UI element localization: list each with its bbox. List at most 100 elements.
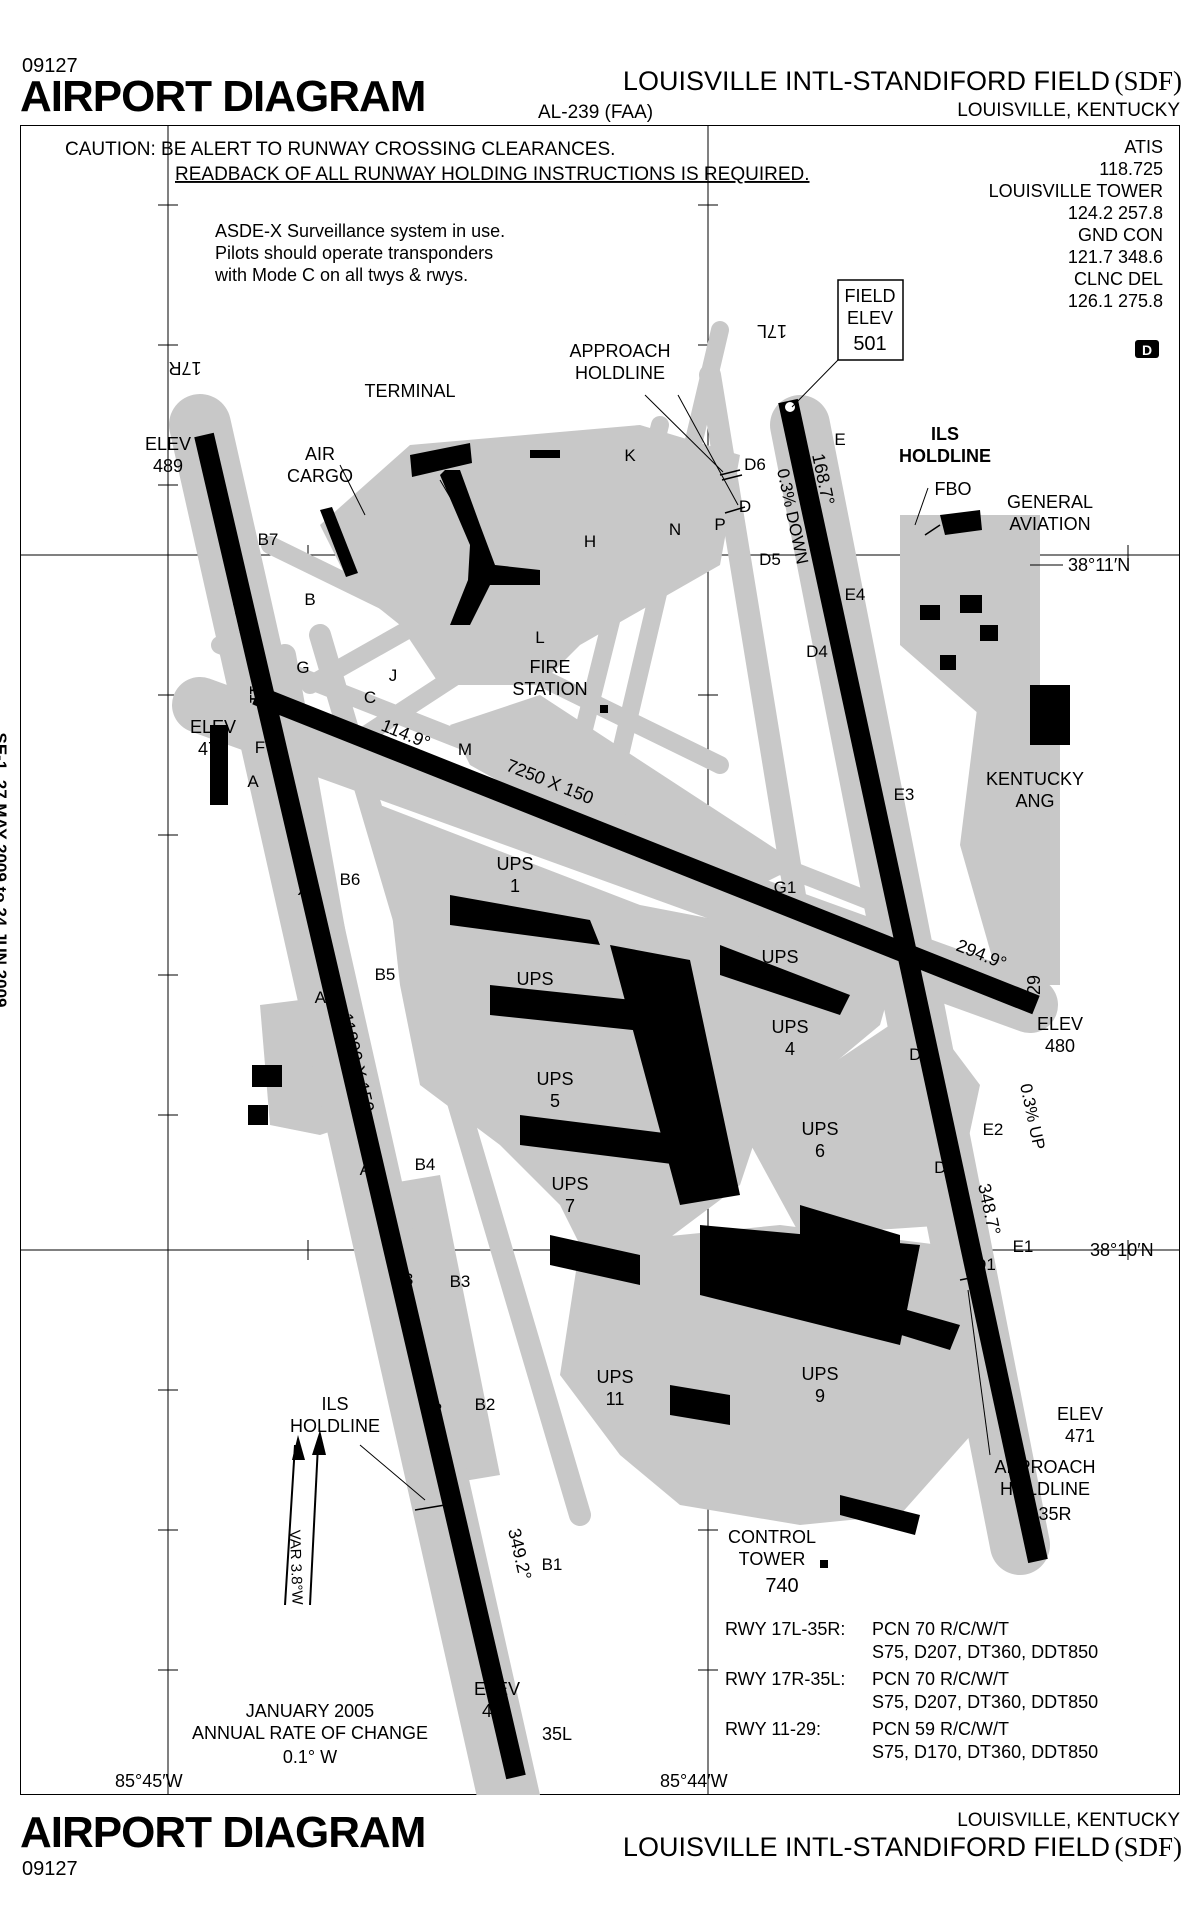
twy-n: N bbox=[669, 520, 681, 539]
air-cargo-building bbox=[320, 507, 358, 577]
atis-freq: 118.725 bbox=[1099, 159, 1163, 179]
pcn-17r-line1: PCN 70 R/C/W/T bbox=[872, 1669, 1009, 1689]
tower-label: LOUISVILLE TOWER bbox=[989, 181, 1163, 201]
ups-labels: UPS 1 UPS 2 UPS 3 UPS 4 UPS 5 UPS 6 UPS … bbox=[496, 854, 838, 1409]
twy-d6: D6 bbox=[744, 455, 766, 474]
pcn-11-rwy: RWY 11-29: bbox=[725, 1719, 821, 1739]
atis-label: ATIS bbox=[1124, 137, 1163, 157]
caution-line2: READBACK OF ALL RUNWAY HOLDING INSTRUCTI… bbox=[175, 164, 810, 185]
general-aviation-label2: AVIATION bbox=[1009, 514, 1090, 534]
pcn-17r-line2: S75, D207, DT360, DDT850 bbox=[872, 1692, 1098, 1712]
runway-17r-35l bbox=[194, 432, 526, 1780]
airport-diagram-map: CAUTION: BE ALERT TO RUNWAY CROSSING CLE… bbox=[20, 125, 1180, 1795]
twy-a3: A3 bbox=[393, 1270, 414, 1289]
twy-a4: A4 bbox=[360, 1160, 381, 1179]
ups-7-name: UPS bbox=[551, 1174, 588, 1194]
diagram-title-bottom: AIRPORT DIAGRAM bbox=[20, 1808, 426, 1857]
pcn-11-line2: S75, D170, DT360, DDT850 bbox=[872, 1742, 1098, 1762]
ground-label: GND CON bbox=[1078, 225, 1163, 245]
rwy-35r-elev: 471 bbox=[1065, 1426, 1095, 1446]
twy-b3: B3 bbox=[450, 1272, 471, 1291]
location-top: LOUISVILLE, KENTUCKY bbox=[957, 100, 1180, 121]
field-elev-label1: FIELD bbox=[844, 286, 895, 306]
twy-b7: B7 bbox=[258, 530, 279, 549]
twy-f: F bbox=[255, 738, 265, 757]
clearance-freq: 126.1 275.8 bbox=[1068, 291, 1163, 311]
kentucky-ang-label1: KENTUCKY bbox=[986, 769, 1084, 789]
ups-4-num: 4 bbox=[785, 1039, 795, 1059]
twy-b2: B2 bbox=[475, 1395, 496, 1414]
control-tower-label1: CONTROL bbox=[728, 1527, 816, 1547]
airport-name-bottom: LOUISVILLE INTL-STANDIFORD FIELD (SDF) bbox=[623, 1832, 1182, 1863]
pcn-table: RWY 17L-35R: PCN 70 R/C/W/T S75, D207, D… bbox=[725, 1619, 1098, 1762]
twy-m: M bbox=[458, 740, 472, 759]
ils-holdline-top-2: HOLDLINE bbox=[899, 446, 991, 466]
twy-a: A bbox=[247, 772, 259, 791]
tower-freq: 124.2 257.8 bbox=[1068, 203, 1163, 223]
ups-4-name: UPS bbox=[771, 1017, 808, 1037]
pcn-17l-line1: PCN 70 R/C/W/T bbox=[872, 1619, 1009, 1639]
frequency-list: ATIS 118.725 LOUISVILLE TOWER 124.2 257.… bbox=[989, 137, 1163, 311]
chart-number-bottom: 09127 bbox=[22, 1858, 78, 1880]
pcn-17l-rwy: RWY 17L-35R: bbox=[725, 1619, 845, 1639]
asde-line3: with Mode C on all twys & rwys. bbox=[214, 265, 468, 285]
asde-line1: ASDE-X Surveillance system in use. bbox=[215, 221, 505, 241]
ups-6-name: UPS bbox=[801, 1119, 838, 1139]
approach-holdline-top-2: HOLDLINE bbox=[575, 363, 665, 383]
ups-1-num: 1 bbox=[510, 876, 520, 896]
ils-holdline-bottom-2: HOLDLINE bbox=[290, 1416, 380, 1436]
caution-line1: CAUTION: BE ALERT TO RUNWAY CROSSING CLE… bbox=[65, 139, 615, 160]
terminal-label: TERMINAL bbox=[364, 381, 455, 401]
twy-e4: E4 bbox=[845, 585, 866, 604]
control-tower-label2: TOWER bbox=[739, 1549, 806, 1569]
holdline-marks bbox=[414, 469, 986, 1511]
magnetic-date: JANUARY 2005 bbox=[246, 1701, 374, 1721]
ups-2-num: 2 bbox=[775, 969, 785, 989]
twy-b6: B6 bbox=[340, 870, 361, 889]
field-elev-value: 501 bbox=[853, 333, 886, 355]
procedure-id: AL-239 (FAA) bbox=[538, 102, 654, 123]
ups-11-name: UPS bbox=[596, 1367, 633, 1387]
rwy-11-elev-label: ELEV bbox=[190, 717, 236, 737]
fire-station-label1: FIRE bbox=[529, 657, 570, 677]
rwy-17r-elev: 489 bbox=[153, 456, 183, 476]
rwy-29-elev-label: ELEV bbox=[1037, 1014, 1083, 1034]
d-symbol: D bbox=[1142, 342, 1152, 358]
rwy-35l-elev: 461 bbox=[482, 1701, 512, 1721]
approach-holdline-bottom-1: APPROACH bbox=[994, 1457, 1095, 1477]
twy-d3: D3 bbox=[909, 1045, 931, 1064]
twy-b1: B1 bbox=[542, 1555, 563, 1574]
twy-e1: E1 bbox=[1013, 1237, 1034, 1256]
twy-l: L bbox=[535, 628, 544, 647]
rwy-17r-end: 17R bbox=[168, 358, 201, 378]
ils-holdline-top-1: ILS bbox=[931, 424, 959, 444]
twy-d5: D5 bbox=[759, 550, 781, 569]
twy-k: K bbox=[624, 446, 636, 465]
control-tower-elev: 740 bbox=[765, 1575, 798, 1597]
ground-freq: 121.7 348.6 bbox=[1068, 247, 1163, 267]
magnetic-rate-label: ANNUAL RATE OF CHANGE bbox=[192, 1723, 428, 1743]
chart-number-top: 09127 bbox=[22, 55, 78, 77]
airport-code: (SDF) bbox=[1114, 1832, 1182, 1862]
lat-north-label: 38°11′N bbox=[1068, 555, 1130, 575]
pcn-11-line1: PCN 59 R/C/W/T bbox=[872, 1719, 1009, 1739]
rwy-35r-end: 35R bbox=[1038, 1504, 1071, 1524]
field-elev-point bbox=[785, 402, 795, 412]
fbo-label: FBO bbox=[934, 479, 971, 499]
air-cargo-label1: AIR bbox=[305, 444, 335, 464]
runway-11-29 bbox=[252, 685, 1040, 1015]
rwy-17r-elev-label: ELEV bbox=[145, 434, 191, 454]
ups-5-num: 5 bbox=[550, 1091, 560, 1111]
twy-d4: D4 bbox=[806, 642, 828, 661]
north-arrow bbox=[284, 1430, 326, 1606]
buildings bbox=[210, 443, 1070, 1568]
ups-9-num: 9 bbox=[815, 1386, 825, 1406]
ups-7-num: 7 bbox=[565, 1196, 575, 1216]
twy-d: D bbox=[739, 497, 751, 516]
ups-3-num: 3 bbox=[530, 991, 540, 1011]
airport-name-top: LOUISVILLE INTL-STANDIFORD FIELD (SDF) bbox=[623, 66, 1182, 97]
airport-name: LOUISVILLE INTL-STANDIFORD FIELD bbox=[622, 66, 1111, 96]
twy-b: B bbox=[304, 590, 315, 609]
pcn-17r-rwy: RWY 17R-35L: bbox=[725, 1669, 845, 1689]
clearance-label: CLNC DEL bbox=[1074, 269, 1163, 289]
